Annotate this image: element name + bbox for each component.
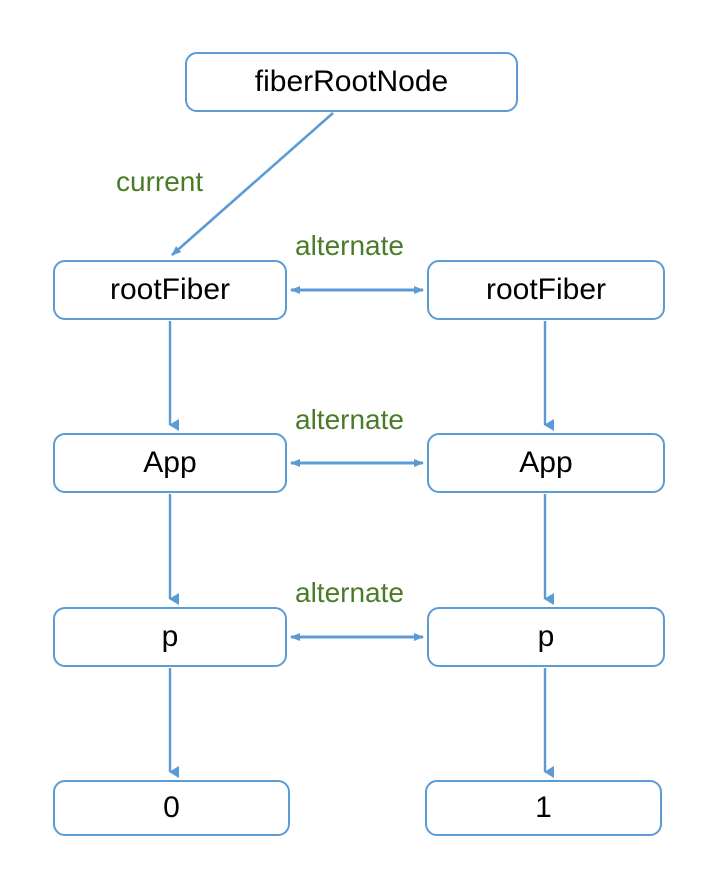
edge-label-current: current [116,166,204,197]
node-app-current[interactable]: App [53,433,287,493]
edge-label-alternate-p: alternate [295,577,404,608]
node-label: p [161,620,179,653]
node-label: fiberRootNode [254,65,449,98]
node-label: 1 [535,791,552,824]
node-app-workinprogress[interactable]: App [427,433,665,493]
edge-label-alternate-rootfiber: alternate [295,230,404,261]
node-p-current[interactable]: p [53,607,287,667]
node-one[interactable]: 1 [425,780,662,836]
node-label: p [537,620,555,653]
node-root-fiber-current[interactable]: rootFiber [53,260,287,320]
node-label: rootFiber [485,273,607,306]
node-label: App [143,446,197,479]
node-p-workinprogress[interactable]: p [427,607,665,667]
node-label: 0 [163,791,180,824]
node-label: rootFiber [109,273,231,306]
node-label: App [519,446,573,479]
node-zero[interactable]: 0 [53,780,290,836]
node-fiber-root-node[interactable]: fiberRootNode [185,52,518,112]
edge-label-alternate-app: alternate [295,404,404,435]
node-root-fiber-workinprogress[interactable]: rootFiber [427,260,665,320]
